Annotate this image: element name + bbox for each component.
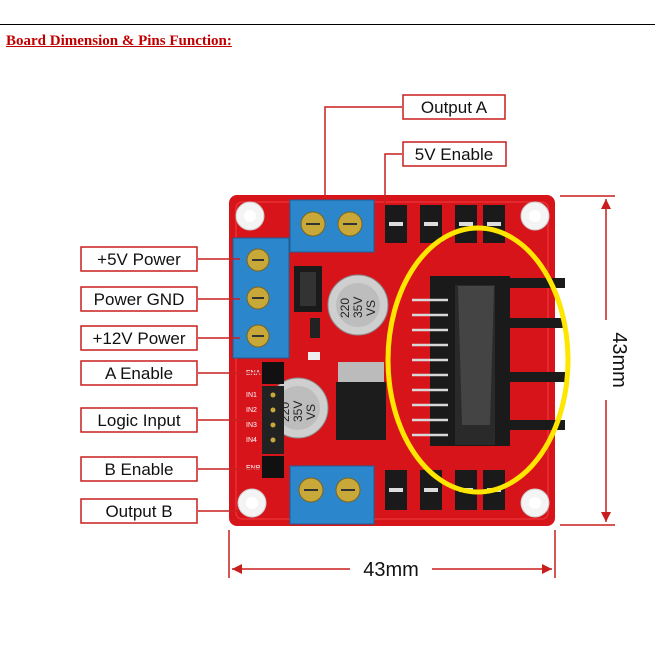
led <box>308 352 320 360</box>
callout-output-a: Output A <box>402 94 506 120</box>
jumper-5v-enable <box>294 266 322 312</box>
mounting-hole <box>520 201 550 231</box>
silk-in2: IN2 <box>246 407 257 414</box>
voltage-regulator <box>336 362 386 440</box>
callout-output-b: Output B <box>80 498 198 524</box>
terminal-output-a <box>289 199 375 253</box>
callout-plus5v-power: +5V Power <box>80 246 198 272</box>
dimension-height <box>560 195 615 526</box>
callout-logic-input: Logic Input <box>80 407 198 433</box>
label-output-a: Output A <box>421 98 488 117</box>
cap-text: 220 <box>338 298 352 318</box>
capacitor-top: 220 35V VS <box>327 274 389 336</box>
mounting-hole <box>520 488 550 518</box>
label-plus5v-power: +5V Power <box>97 250 181 269</box>
mounting-hole <box>235 201 265 231</box>
top-rule <box>0 24 655 25</box>
cap-text: VS <box>364 300 378 316</box>
highlight-ellipse <box>385 225 571 495</box>
label-5v-enable: 5V Enable <box>415 145 493 164</box>
terminal-power <box>232 237 290 359</box>
dimension-height-label: 43mm <box>608 332 630 388</box>
callout-plus12v-power: +12V Power <box>80 325 198 351</box>
label-logic-input: Logic Input <box>97 411 180 430</box>
silk-in1: IN1 <box>246 392 257 399</box>
label-a-enable: A Enable <box>105 364 173 383</box>
leader-lines <box>198 106 402 512</box>
cap-text: 35V <box>351 297 365 318</box>
label-plus12v-power: +12V Power <box>92 329 185 348</box>
cap-text: VS <box>304 404 318 420</box>
callout-b-enable: B Enable <box>80 456 198 482</box>
callout-a-enable: A Enable <box>80 360 198 386</box>
silk-in3: IN3 <box>246 422 257 429</box>
silk-in4: IN4 <box>246 437 257 444</box>
label-output-b: Output B <box>105 502 172 521</box>
dimension-width-label: 43mm <box>363 559 419 581</box>
page-heading: Board Dimension & Pins Function: <box>6 33 232 49</box>
label-power-gnd: Power GND <box>94 290 185 309</box>
mounting-hole <box>237 488 267 518</box>
label-b-enable: B Enable <box>105 460 174 479</box>
callout-power-gnd: Power GND <box>80 286 198 312</box>
pin-header <box>262 362 284 478</box>
dimension-width <box>228 530 556 578</box>
smd-part <box>310 318 320 338</box>
callout-5v-enable: 5V Enable <box>402 141 507 167</box>
terminal-output-b <box>289 465 375 525</box>
diode-row-top <box>385 205 505 243</box>
ic-pins <box>412 298 448 437</box>
cap-text: 35V <box>291 401 305 422</box>
heatsink <box>430 276 565 446</box>
